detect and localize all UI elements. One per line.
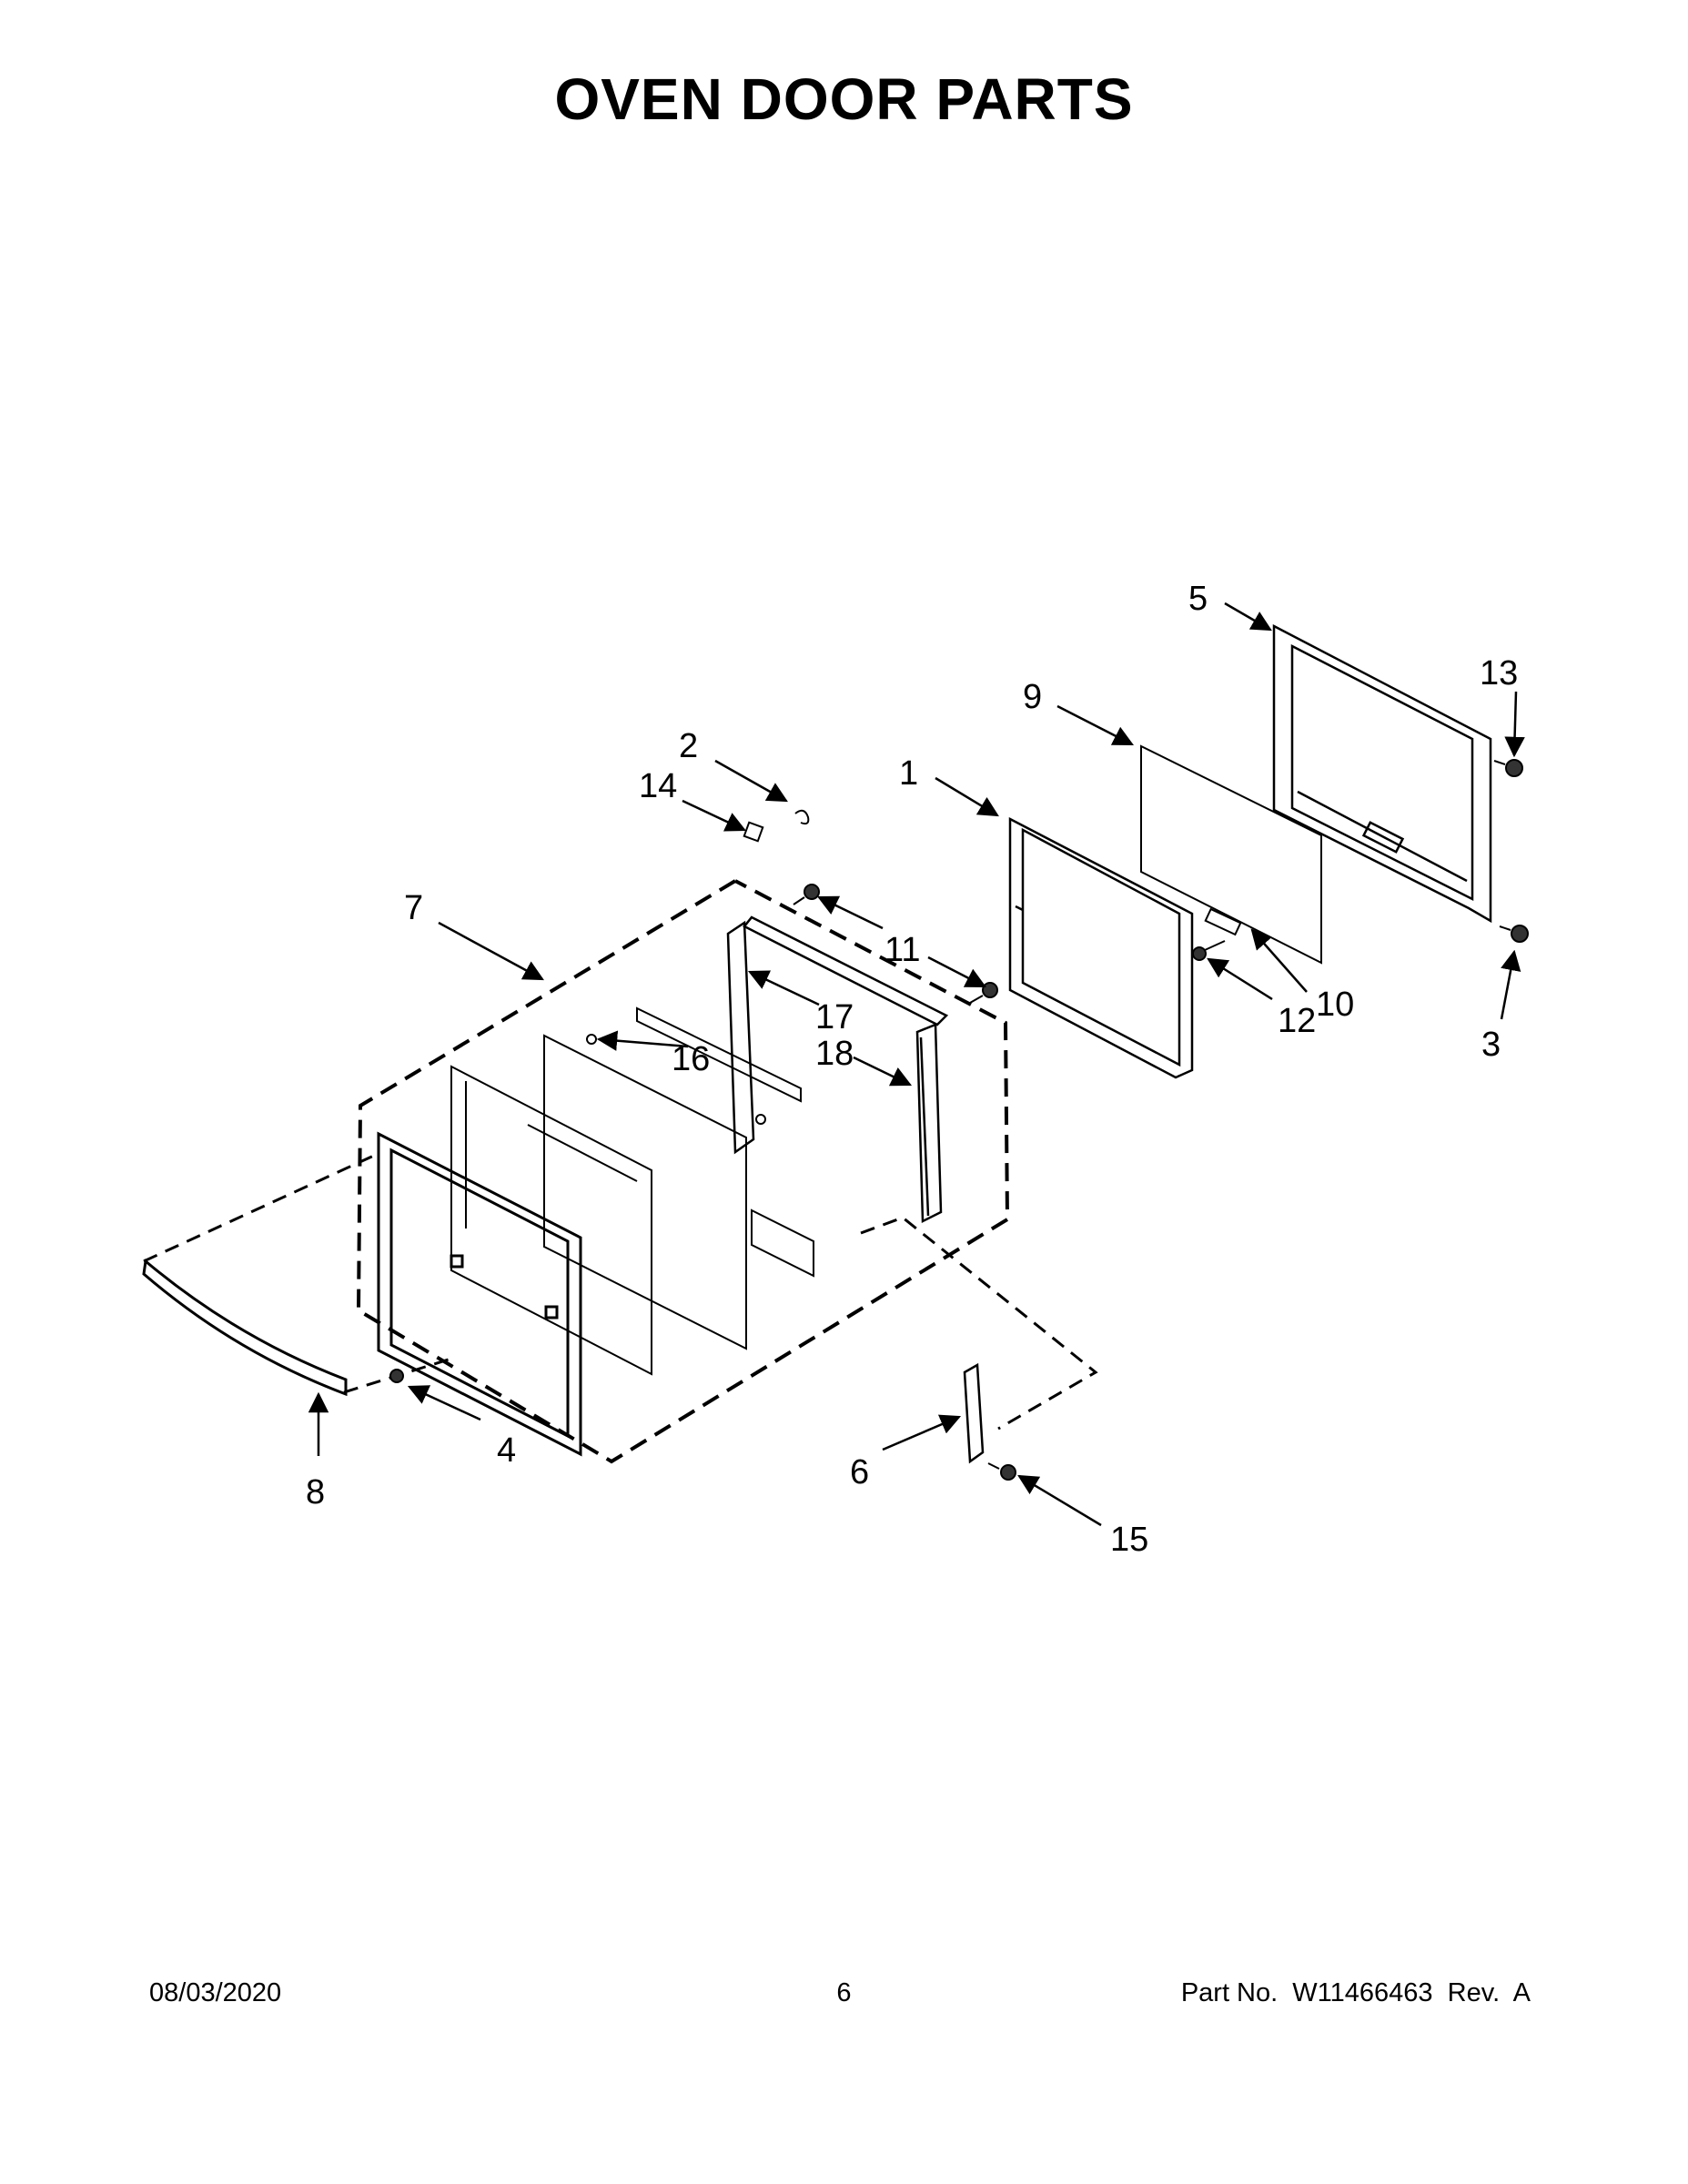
part-5-inner-door-panel xyxy=(1272,623,1492,924)
callout-10: 10 xyxy=(1316,986,1354,1024)
callout-2: 2 xyxy=(679,727,698,765)
callout-17: 17 xyxy=(815,998,854,1036)
part-14-clip xyxy=(743,821,764,843)
callout-15: 15 xyxy=(1110,1521,1148,1559)
part-11-screw-top xyxy=(793,884,820,905)
part-12-screw xyxy=(1192,940,1226,961)
callout-5: 5 xyxy=(1188,580,1208,618)
callout-3: 3 xyxy=(1481,1026,1501,1064)
part-11-screw-bottom xyxy=(969,982,998,1004)
callout-12: 12 xyxy=(1278,1002,1316,1040)
part-10-bracket xyxy=(1204,907,1242,936)
inner-glass-panel xyxy=(450,1065,652,1376)
outer-door-glass xyxy=(377,1131,582,1457)
part-16-intermediate-glass xyxy=(543,1006,814,1350)
callout-18: 18 xyxy=(815,1035,854,1073)
part-4-handle-screw xyxy=(389,1369,404,1383)
footer-date: 08/03/2020 xyxy=(149,1978,282,2007)
assembly-boundary-7 xyxy=(356,879,1010,1464)
part-3-screw xyxy=(1499,925,1529,943)
part-17-door-frame-left xyxy=(726,915,949,1155)
callout-arrows xyxy=(308,602,1525,1527)
part-9-glass-panel xyxy=(1140,744,1322,965)
footer-page-number: 6 xyxy=(836,1978,852,2007)
callout-8: 8 xyxy=(306,1473,325,1512)
footer-part-number: Part No. W11466463 Rev. A xyxy=(1180,1978,1531,2007)
part-15-hinge-screw xyxy=(987,1462,1016,1481)
handle-guide-lines xyxy=(143,1152,1098,1431)
callout-7: 7 xyxy=(404,889,423,927)
callout-6: 6 xyxy=(850,1453,869,1491)
part-1-door-liner xyxy=(1008,816,1194,1079)
part-13-screw xyxy=(1493,759,1523,777)
callout-13: 13 xyxy=(1480,654,1518,693)
callout-14: 14 xyxy=(639,767,677,805)
part-18-door-frame-right xyxy=(915,1023,943,1223)
part-2-clip xyxy=(794,809,810,825)
part-6-door-hinge xyxy=(963,1362,985,1464)
callout-11: 11 xyxy=(884,931,920,969)
part-8-door-handle xyxy=(142,1259,348,1397)
callout-9: 9 xyxy=(1023,678,1042,716)
page-title: OVEN DOOR PARTS xyxy=(554,66,1134,132)
callout-1: 1 xyxy=(899,754,918,793)
callout-4: 4 xyxy=(497,1431,516,1470)
callout-16: 16 xyxy=(672,1040,710,1078)
